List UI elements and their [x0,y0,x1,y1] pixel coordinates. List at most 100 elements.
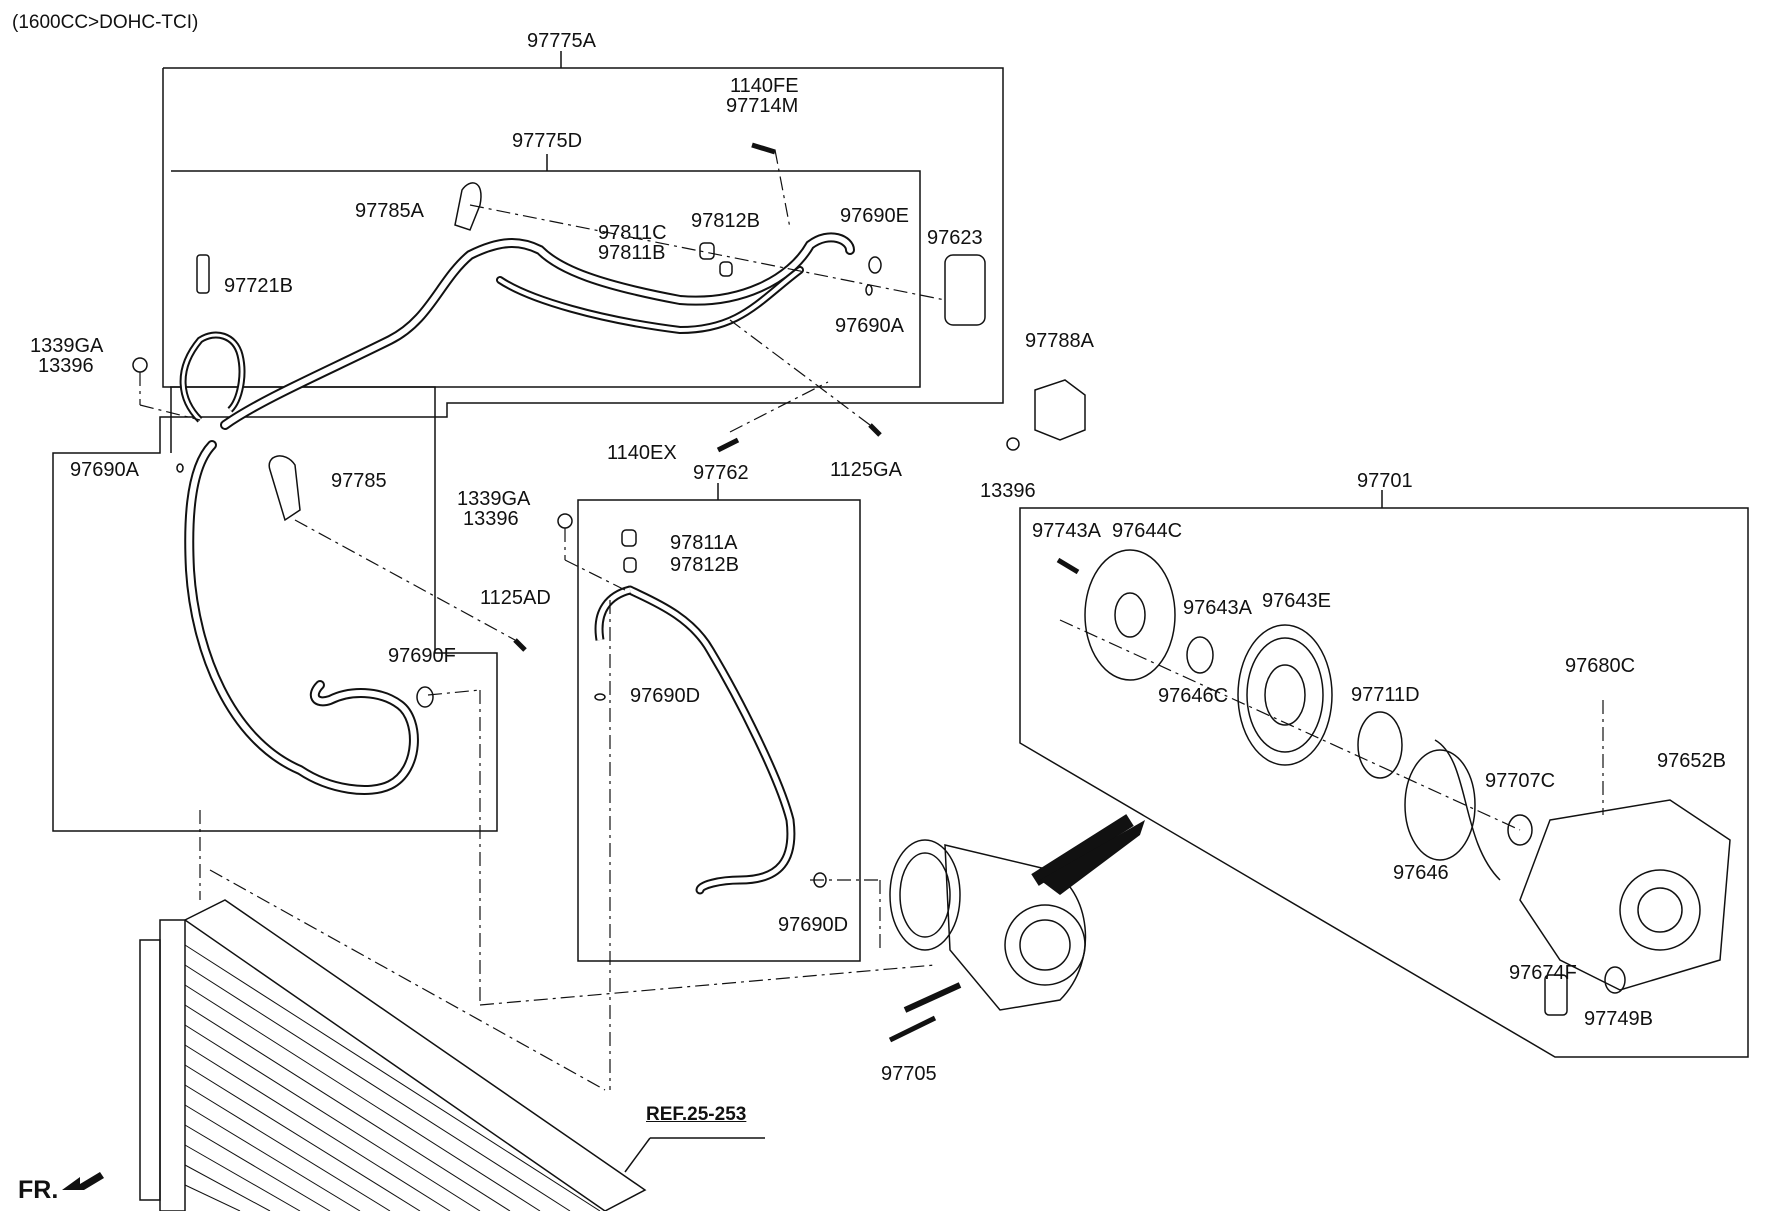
part-97721B-label: 97721B [224,275,293,297]
part-97812B-top-label: 97812B [691,210,760,232]
part-97711D-label: 97711D [1351,684,1420,706]
part-97690D-upper-label: 97690D [630,685,701,707]
compressor-exploded [1084,549,1731,1016]
oring-97690A-left [176,463,184,473]
oring-97690D-upper [594,693,606,701]
oring-97690A-top [865,284,873,296]
leader-1140EX [729,381,829,433]
part-97714M-label: 97714M [726,95,799,117]
receiver-drier [944,254,986,326]
part-13396-mid-label: 13396 [980,480,1036,502]
leader-condenser2 [209,869,606,1091]
nut-13396-right [1006,437,1020,451]
part-97674F-label: 97674F [1509,962,1577,984]
part-97644C-label: 97644C [1112,520,1183,542]
insulator-97788A [1034,379,1086,441]
leader-13396-mid2 [564,559,626,591]
oring-97690F [416,686,434,708]
part-97646C-label: 97646C [1158,685,1229,707]
clip-97785 [268,455,301,522]
part-13396-mid2-label: 13396 [463,508,519,530]
liquid-tube-inner [627,587,794,893]
part-97623-label: 97623 [927,227,983,249]
nut-13396-left [132,357,148,373]
leader-13396-left2 [139,404,201,421]
leader-97690F [427,689,481,696]
part-1339GA-left-label: 1339GA [30,335,104,357]
condenser [139,899,647,1211]
compressor-assembled [889,814,1134,1013]
part-97743A-label: 97743A [1032,520,1101,542]
bolt-1125GA [868,423,882,437]
part-97785-label: 97785 [331,470,387,492]
part-97705-label: 97705 [881,1063,937,1085]
engine-spec-header: (1600CC>DOHC-TCI) [12,12,199,33]
nut-13396-mid [557,513,573,529]
liquid-tube-upper-inner [596,587,631,641]
leader-1140FE [774,149,791,229]
part-97749B-label: 97749B [1584,1008,1653,1030]
front-direction-label: FR. [18,1176,59,1204]
compressor-pointer-wedge [1040,820,1145,895]
cap-97812B-mid [623,557,637,573]
part-97690D-lower-label: 97690D [778,914,849,936]
part-13396-left-label: 13396 [38,355,94,377]
discharge-hose-inner [222,234,853,428]
leader-ref-25-253 [624,1137,651,1173]
assy-97775A-label: 97775A [527,30,596,52]
box-97701 [1019,507,1749,1058]
reference-link[interactable]: REF.25-253 [646,1104,747,1125]
liquid-tube [625,585,796,895]
part-97788A-label: 97788A [1025,330,1094,352]
front-arrow-icon [62,1172,104,1190]
oring-97690D-lower [813,872,827,888]
assy-97762-label: 97762 [693,462,749,484]
leader-clutch-axis [1059,619,1521,831]
part-97690E-label: 97690E [840,205,909,227]
part-97811B-label: 97811B [598,242,666,264]
part-97652B-label: 97652B [1657,750,1726,772]
assy-97775D-label: 97775D [512,130,583,152]
assy-97701-label: 97701 [1357,470,1413,492]
part-97690A-left-label: 97690A [70,459,139,481]
pressure-line-inner [181,333,244,422]
suction-hose [184,440,419,795]
part-1140EX-label: 1140EX [607,442,677,464]
part-97646-label: 97646 [1393,862,1449,884]
part-1125AD-label: 1125AD [480,587,551,609]
bolt-1140EX [716,437,740,453]
part-1339GA-mid-label: 1339GA [457,488,531,510]
bolt-97705 [888,1015,937,1043]
bolt-1140FE [751,142,776,155]
cap-97812B-top [719,261,733,277]
leader-97785 [294,519,516,641]
clip-97785A [454,182,482,231]
pressure-sensor-97721B [196,254,210,294]
box-97775D [170,170,921,388]
leader-compressor-horiz [479,964,936,1006]
cap-97811A [621,529,637,547]
part-97690F-label: 97690F [388,645,456,667]
part-1125GA-label: 1125GA [830,459,902,481]
bolt-1125AD [513,638,527,652]
part-97690A-top-label: 97690A [835,315,904,337]
cap-97811C [699,242,715,260]
bolt-97743A [1056,557,1080,575]
part-97811C-label: 97811C [598,222,667,244]
part-97812B-mid-label: 97812B [670,554,739,576]
leader-1125GA [729,319,871,426]
part-97680C-label: 97680C [1565,655,1636,677]
part-97643A-label: 97643A [1183,597,1252,619]
suction-hose-inner [186,442,417,793]
part-1140FE-label: 1140FE [730,75,799,97]
discharge-hose [220,232,855,430]
part-97811A-label: 97811A [670,532,738,554]
oring-97690E [868,256,882,274]
part-97785A-label: 97785A [355,200,424,222]
discharge-hose-2-inner [498,268,802,333]
box-97775A [52,67,1004,832]
part-97707C-label: 97707C [1485,770,1556,792]
part-97643E-label: 97643E [1262,590,1331,612]
box-97762 [577,499,861,962]
